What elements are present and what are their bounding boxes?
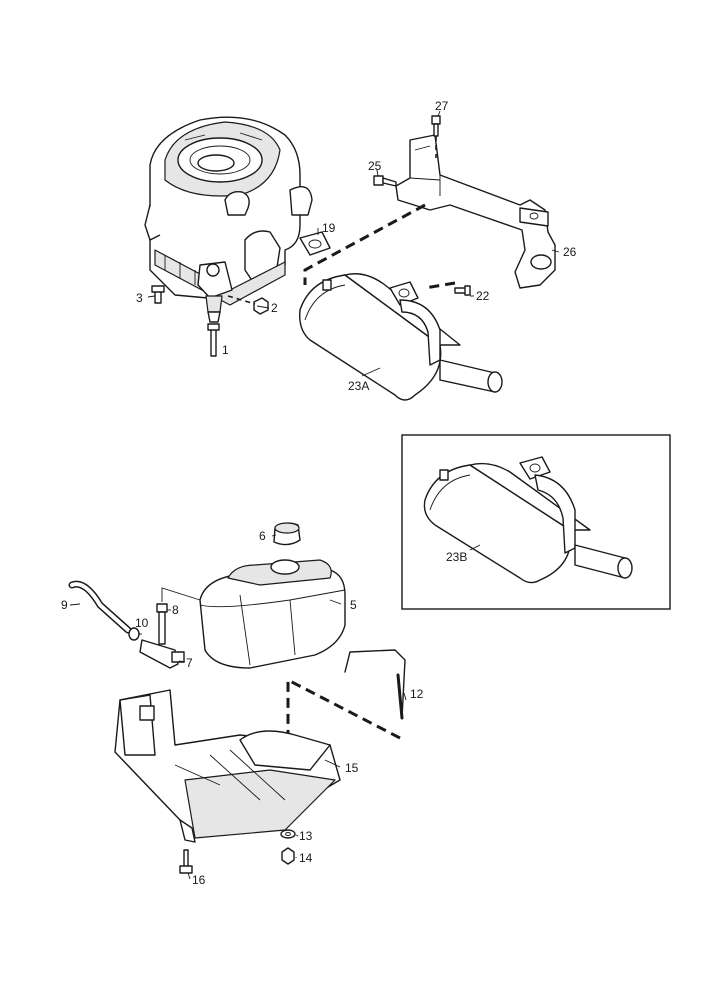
muffler-screw-22	[454, 285, 471, 296]
callout-8: 8	[172, 603, 179, 617]
muffler-23a	[299, 273, 503, 401]
callout-27: 27	[435, 99, 449, 113]
fuel-bushing-8	[156, 603, 168, 645]
gasket-19	[299, 231, 331, 256]
callout-15: 15	[345, 761, 359, 775]
callout-6: 6	[259, 529, 266, 543]
callout-7: 7	[186, 656, 193, 670]
tank-tray-15	[114, 689, 341, 843]
exhaust-mount-bracket	[395, 134, 556, 289]
callout-2: 2	[271, 301, 278, 315]
callout-5: 5	[350, 598, 357, 612]
callout-13: 13	[299, 829, 313, 843]
engine-nut	[253, 297, 269, 315]
callout-12: 12	[410, 687, 424, 701]
bracket-screw-25	[373, 175, 397, 187]
callout-9: 9	[61, 598, 68, 612]
callout-16: 16	[192, 873, 206, 887]
callout-26: 26	[563, 245, 577, 259]
engine-mount-bolt	[151, 285, 165, 304]
fuel-cap-6	[273, 522, 301, 546]
bracket-screw-27	[431, 115, 441, 137]
nut-14	[281, 847, 295, 865]
callout-23a: 23A	[348, 379, 369, 393]
callout-10: 10	[135, 616, 149, 630]
leader-lines	[69, 110, 560, 880]
tray-bolt-16	[179, 849, 193, 874]
callout-25: 25	[368, 159, 382, 173]
callout-14: 14	[299, 851, 313, 865]
callout-23b: 23B	[446, 550, 467, 564]
fuel-strap-12	[344, 649, 406, 720]
callout-22: 22	[476, 289, 490, 303]
callout-1: 1	[222, 343, 229, 357]
fuel-line-9	[68, 580, 132, 634]
washer-13	[280, 829, 296, 839]
fuel-valve-7	[139, 639, 185, 669]
engine-bolt	[207, 323, 220, 357]
callout-3: 3	[136, 291, 143, 305]
inset-frame	[401, 434, 671, 610]
muffler-23b	[423, 456, 633, 584]
fuel-tank-5	[199, 559, 346, 669]
callout-19: 19	[322, 221, 336, 235]
engine-assembly	[144, 116, 313, 323]
